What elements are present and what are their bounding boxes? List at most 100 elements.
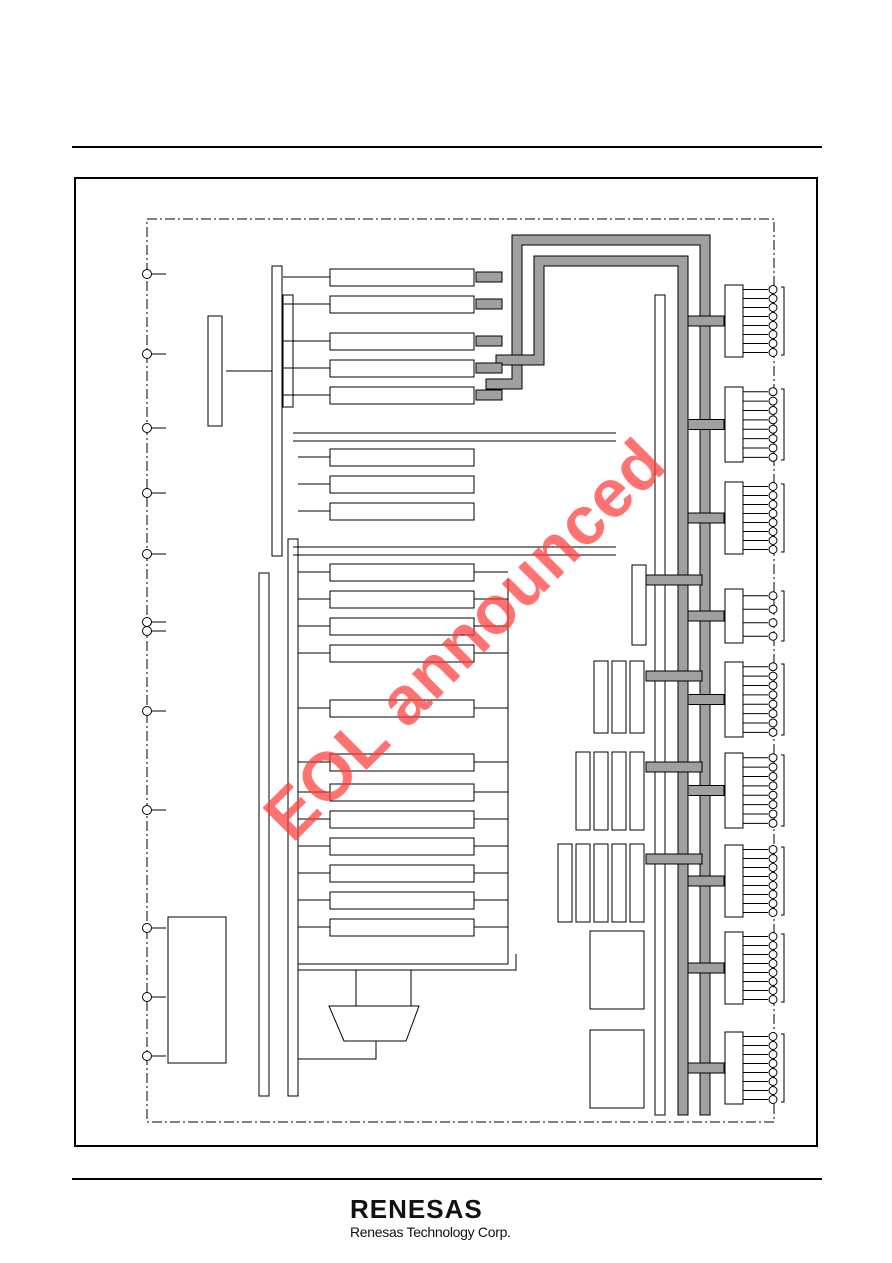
left-pin — [142, 488, 152, 498]
port-pin — [768, 348, 778, 357]
port-pin — [768, 1032, 778, 1041]
io-port-block — [724, 661, 744, 738]
port-pin — [768, 482, 778, 491]
left-pin — [142, 269, 152, 279]
io-port-block — [724, 588, 744, 644]
internal-bus-left-a — [271, 265, 283, 557]
data-bus-1 — [495, 255, 689, 1116]
interrupt-controller-block — [207, 315, 223, 427]
register-block-lower — [329, 918, 475, 937]
timer-bus-link — [645, 574, 703, 586]
port-bracket — [781, 483, 785, 553]
port-pin — [768, 1086, 778, 1095]
port-pin — [768, 662, 778, 672]
port-bracket — [781, 388, 785, 461]
register-block-upper — [329, 268, 475, 287]
port-pin — [768, 434, 778, 444]
io-port-block — [724, 481, 744, 555]
register-block-mid — [329, 475, 475, 494]
register-block-lower — [329, 590, 475, 609]
left-pin — [142, 626, 152, 636]
timer-module — [593, 660, 609, 734]
register-block-mid — [329, 502, 475, 521]
serial-module — [589, 1029, 645, 1109]
register-block-lower — [329, 753, 475, 772]
port-pin — [768, 405, 778, 415]
port-pin — [768, 959, 778, 968]
timer-module — [631, 564, 647, 646]
io-port-block — [724, 386, 744, 463]
port-pin — [768, 1050, 778, 1059]
port-bus-link — [687, 315, 725, 327]
bus-return-line — [298, 579, 509, 965]
timer-module — [593, 843, 609, 923]
port-pin — [768, 753, 778, 763]
io-port-block — [724, 284, 744, 358]
data-bus-0 — [485, 234, 711, 1116]
footer-rule — [72, 1178, 822, 1180]
port-pin — [768, 452, 778, 462]
register-block-lower — [329, 644, 475, 663]
port-pin — [768, 527, 778, 536]
port-pin — [768, 899, 778, 908]
port-bus-link — [687, 694, 725, 705]
port-bracket — [781, 1033, 785, 1103]
timer-bus-link — [645, 670, 703, 682]
port-pin — [768, 709, 778, 719]
left-pin — [142, 617, 152, 627]
port-bracket — [781, 846, 785, 916]
left-pin — [142, 923, 152, 933]
port-pin — [768, 509, 778, 518]
register-block-lower — [329, 810, 475, 829]
port-pin — [768, 312, 778, 321]
timer-module — [611, 751, 627, 831]
port-pin — [768, 321, 778, 330]
port-pin — [768, 690, 778, 700]
timer-module — [629, 843, 645, 923]
port-bus-link — [687, 785, 725, 796]
register-block-lower — [329, 563, 475, 582]
alu-unit — [328, 1005, 420, 1042]
port-pin — [768, 294, 778, 303]
register-bus-stub — [475, 389, 503, 401]
port-pin — [768, 968, 778, 977]
port-pin — [768, 809, 778, 819]
internal-bus-lower-a — [258, 572, 270, 1097]
port-pin — [768, 699, 778, 709]
port-pin — [768, 977, 778, 986]
port-pin — [768, 718, 778, 728]
left-pin — [142, 706, 152, 716]
left-pin — [142, 805, 152, 815]
register-block-lower — [329, 783, 475, 802]
left-pin — [142, 423, 152, 433]
register-bus-stub — [475, 271, 503, 283]
register-block-mid — [329, 448, 475, 467]
port-pin — [768, 790, 778, 800]
port-bracket — [781, 590, 785, 642]
left-pin — [142, 1051, 152, 1061]
port-pin — [768, 863, 778, 872]
register-block-lower — [329, 699, 475, 718]
block-diagram-frame — [74, 177, 818, 1147]
port-bus-link — [687, 875, 725, 887]
port-bus-link — [687, 512, 725, 524]
port-pin — [768, 1077, 778, 1086]
port-pin — [768, 631, 778, 641]
port-pin — [768, 591, 778, 601]
port-pin — [768, 500, 778, 509]
port-pin — [768, 424, 778, 434]
port-pin — [768, 443, 778, 453]
port-pin — [768, 771, 778, 781]
port-pin — [768, 518, 778, 527]
port-pin — [768, 818, 778, 828]
port-pin — [768, 536, 778, 545]
port-bus-link — [687, 1062, 725, 1074]
port-pin — [768, 396, 778, 406]
port-pin — [768, 1059, 778, 1068]
port-pin — [768, 854, 778, 863]
port-pin — [768, 303, 778, 312]
renesas-logo: RENESAS Renesas Technology Corp. — [346, 1194, 546, 1246]
io-port-block — [724, 931, 744, 1005]
chip-boundary — [146, 218, 775, 1123]
port-pin — [768, 330, 778, 339]
